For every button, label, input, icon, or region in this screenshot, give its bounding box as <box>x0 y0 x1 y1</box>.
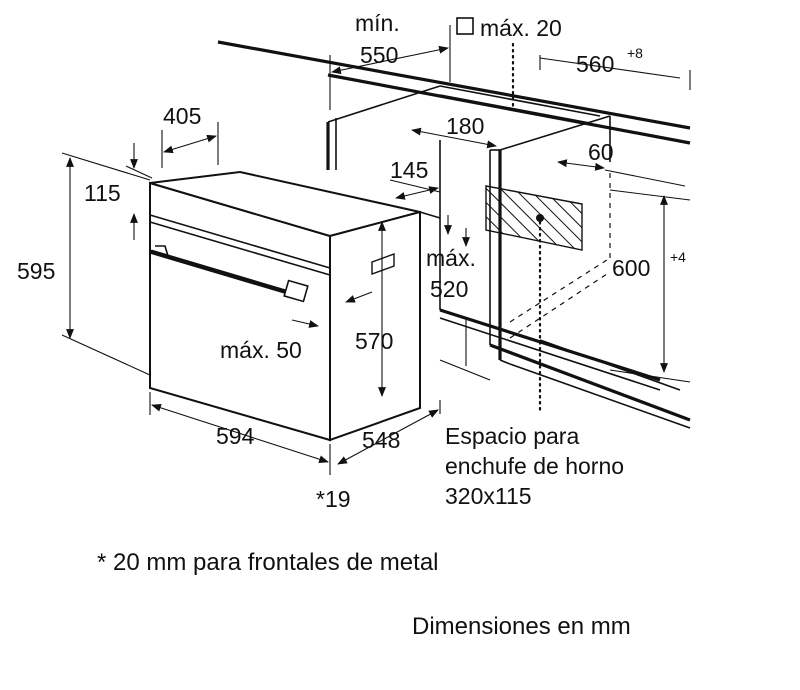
label-60: 60 <box>588 139 614 165</box>
square-symbol <box>456 17 474 35</box>
note-metal-fronts: * 20 mm para frontales de metal <box>97 549 439 576</box>
label-600: 600 <box>612 255 650 281</box>
label-min: mín. <box>355 10 400 36</box>
note-units: Dimensiones en mm <box>412 613 631 640</box>
label-550: 550 <box>360 42 398 68</box>
label-socket-line3: 320x115 <box>445 483 532 509</box>
socket-space <box>485 185 583 251</box>
label-594: 594 <box>216 423 255 449</box>
label-145: 145 <box>390 157 428 183</box>
label-570: 570 <box>355 328 393 354</box>
label-600-tolerance: +4 <box>670 249 686 265</box>
label-star19: *19 <box>316 486 351 512</box>
label-max20: máx. 20 <box>480 15 562 41</box>
label-max50: máx. 50 <box>220 337 302 363</box>
label-595: 595 <box>17 258 55 284</box>
label-115: 115 <box>84 180 121 206</box>
dimension-labels: mín. 550 máx. 20 560 +8 405 180 145 60 1… <box>17 10 686 512</box>
label-180: 180 <box>446 113 484 139</box>
label-socket-line1: Espacio para <box>445 423 579 449</box>
label-520: 520 <box>430 276 468 302</box>
oven-body <box>149 170 441 442</box>
label-548: 548 <box>362 427 400 453</box>
label-socket-line2: enchufe de horno <box>445 453 624 479</box>
label-560-tolerance: +8 <box>627 45 643 61</box>
label-max: máx. <box>426 245 476 271</box>
label-405: 405 <box>163 103 201 129</box>
dimension-lines <box>61 25 691 475</box>
label-560: 560 <box>576 51 614 77</box>
cabinet-structure <box>217 40 691 429</box>
